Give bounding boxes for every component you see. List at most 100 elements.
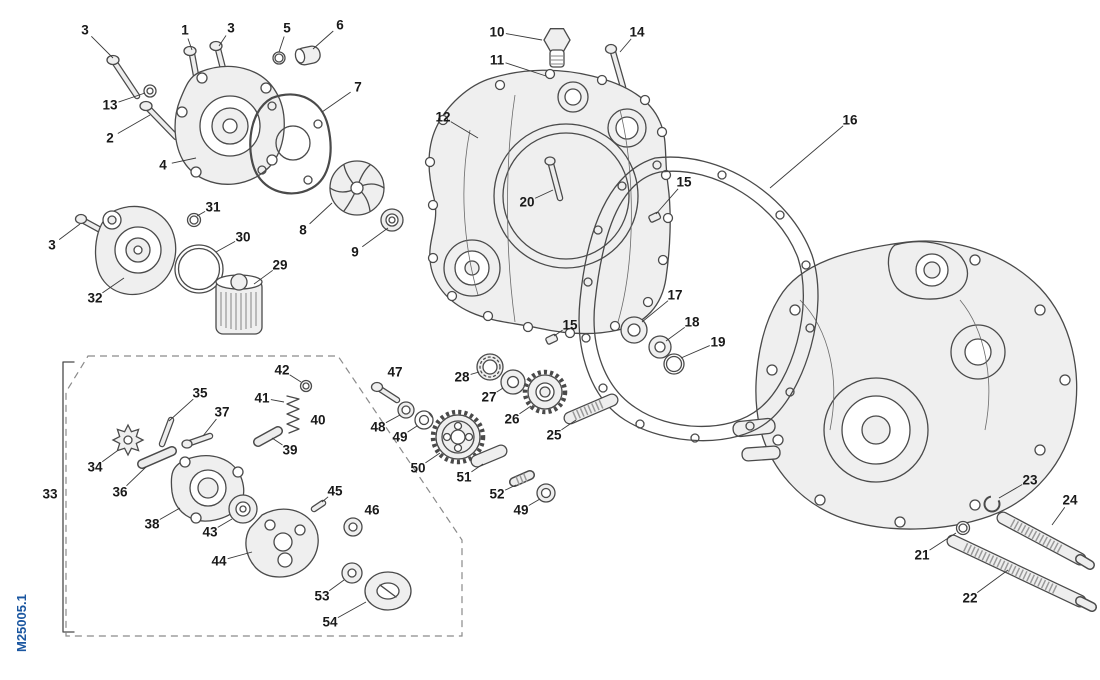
callout-leader-line (929, 532, 957, 551)
callout-leader-line (227, 551, 253, 560)
part-splined-shaft-short (996, 511, 1095, 570)
callout-number: 19 (710, 335, 725, 350)
callout-number: 52 (489, 487, 504, 502)
callout-number: 30 (235, 230, 250, 245)
callout-leader-line (102, 277, 125, 294)
part-bearing (476, 353, 504, 381)
callout-leader-line (312, 30, 334, 50)
callout-leader-line (91, 36, 114, 59)
part-oil-pump-body (170, 455, 245, 524)
callout-leader-line (504, 484, 517, 491)
callout-leader-line (641, 300, 669, 323)
callout-number: 29 (272, 258, 287, 273)
callout-leader-line (102, 450, 118, 463)
callout-number: 43 (202, 525, 218, 540)
part-bolt (181, 432, 214, 449)
callout-leader-line (505, 33, 543, 41)
callout-leader-line (117, 114, 151, 134)
callout-leader-line (218, 35, 227, 47)
part-gasket-clutch-cover (578, 156, 819, 443)
callout-number: 54 (322, 615, 338, 630)
callout-number: 48 (370, 420, 386, 435)
callout-leader-line (680, 345, 710, 359)
part-bushing (294, 45, 321, 66)
part-o-ring-filter (174, 244, 224, 294)
callout-leader-line (215, 240, 236, 253)
callout-leader-line (496, 387, 504, 393)
part-bolt (544, 156, 564, 202)
callout-number: 9 (351, 245, 359, 260)
callout-number: 10 (489, 25, 504, 40)
callout-number: 34 (87, 460, 103, 475)
part-pin (158, 416, 175, 448)
callout-number: 53 (314, 589, 330, 604)
callout-number: 7 (354, 80, 362, 95)
callout-number: 38 (144, 517, 160, 532)
part-o-ring (299, 379, 313, 393)
callout-number: 8 (299, 223, 307, 238)
callout-leader-line (655, 188, 679, 215)
callout-leader-line (329, 579, 345, 592)
part-o-ring (186, 212, 202, 228)
callout-leader-line (271, 437, 283, 446)
callout-number: 15 (676, 175, 692, 190)
part-gasket-water-pump (249, 93, 332, 195)
callout-leader-line (769, 125, 844, 189)
part-pump-shaft (137, 446, 177, 469)
part-outer-rotor (364, 571, 412, 611)
callout-leader-line (321, 91, 351, 113)
callout-leader-line (470, 371, 480, 375)
callout-leader-line (561, 419, 577, 431)
callout-number: 5 (283, 21, 291, 36)
callout-number: 11 (490, 53, 505, 68)
callout-number: 26 (504, 412, 520, 427)
callout-number: 28 (454, 370, 470, 385)
part-shaft (563, 393, 619, 425)
kit-bracket (62, 361, 75, 633)
oil-pump-kit-outline (62, 355, 463, 637)
part-o-ring (663, 353, 685, 375)
callout-leader-line (619, 38, 632, 53)
callout-number: 35 (192, 386, 208, 401)
callout-leader-line (528, 498, 541, 506)
part-lock-washer (414, 410, 434, 430)
callout-number: 2 (106, 131, 114, 146)
callout-number: 3 (48, 238, 56, 253)
callout-leader-line (337, 601, 367, 619)
callout-number: 15 (562, 318, 578, 333)
callout-leader-line (168, 398, 194, 422)
callout-leader-line (362, 227, 389, 248)
callout-number: 14 (629, 25, 645, 40)
part-bolt (604, 43, 627, 91)
callout-leader-line (407, 425, 418, 433)
callout-number: 20 (519, 195, 534, 210)
part-gear-large (430, 409, 486, 465)
callout-leader-line (450, 121, 479, 139)
callout-number: 17 (667, 288, 682, 303)
callout-number: 1 (181, 23, 189, 38)
callout-number: 24 (1062, 493, 1078, 508)
part-seal (648, 335, 672, 359)
callout-leader-line (425, 452, 441, 464)
part-drain-plug (543, 28, 571, 68)
callout-leader-line (126, 466, 147, 487)
callout-number: 41 (254, 391, 270, 406)
part-washer (620, 316, 648, 344)
callout-number: 21 (914, 548, 930, 563)
callout-number: 32 (87, 291, 102, 306)
callout-number: 47 (387, 365, 402, 380)
callout-leader-line (118, 92, 146, 103)
part-pin (310, 499, 327, 513)
callout-leader-line (196, 211, 206, 217)
part-circlip (983, 495, 1001, 513)
part-water-pump-cover (174, 65, 285, 185)
callout-number: 51 (456, 470, 472, 485)
callout-number: 37 (214, 405, 229, 420)
callout-leader-line (519, 405, 532, 415)
callout-number: 44 (211, 554, 227, 569)
part-washer (500, 369, 526, 395)
callout-leader-line (553, 329, 563, 337)
callout-number: 33 (42, 487, 58, 502)
callout-number: 42 (274, 363, 289, 378)
